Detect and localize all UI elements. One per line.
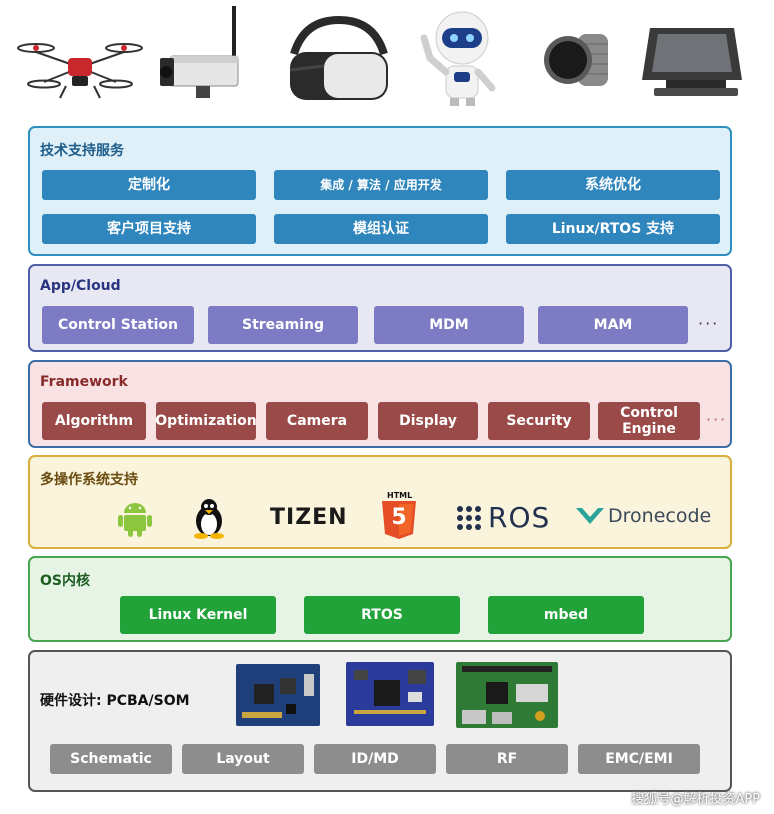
customization-button[interactable]: 定制化 <box>42 170 256 200</box>
ros-logo-text: ROS <box>488 501 550 534</box>
robot-icon <box>412 8 506 108</box>
hardware-title: 硬件设计: PCBA/SOM <box>40 690 190 710</box>
more-ellipsis: ··· <box>698 314 719 333</box>
mam-button[interactable]: MAM <box>538 306 688 344</box>
pcb-board-icon <box>236 664 320 726</box>
mdm-button[interactable]: MDM <box>374 306 524 344</box>
vr-headset-icon <box>284 14 394 106</box>
streaming-button[interactable]: Streaming <box>208 306 358 344</box>
device-illustrations <box>0 0 774 118</box>
smartwatch-icon <box>538 24 612 96</box>
dev-board-icon <box>456 662 558 728</box>
app-cloud-layer: App/Cloud Control Station Streaming MDM … <box>28 264 732 352</box>
pos-terminal-icon <box>636 20 748 98</box>
ros-logo: ROS <box>456 501 550 534</box>
tizen-logo: TIZEN <box>270 505 348 530</box>
more-ellipsis: ··· <box>706 410 727 429</box>
android-icon <box>118 499 152 537</box>
ip-camera-icon <box>156 4 248 102</box>
mbed-button[interactable]: mbed <box>488 596 644 634</box>
dronecode-logo: Dronecode <box>576 505 711 527</box>
id-md-button[interactable]: ID/MD <box>314 744 436 774</box>
linux-tux-icon <box>192 497 226 539</box>
som-board-icon <box>346 662 434 726</box>
rtos-button[interactable]: RTOS <box>304 596 460 634</box>
os-kernel-layer: OS内核 Linux Kernel RTOS mbed <box>28 556 732 642</box>
multi-os-layer: 多操作系统支持 TIZEN HTML 5 <box>28 455 732 549</box>
emc-emi-button[interactable]: EMC/EMI <box>578 744 700 774</box>
dronecode-mark-icon <box>576 506 604 526</box>
hardware-layer: 硬件设计: PCBA/SOM Schematic Layout ID/MD RF… <box>28 650 732 792</box>
control-station-button[interactable]: Control Station <box>42 306 194 344</box>
drone-icon <box>14 26 146 102</box>
tech-support-layer: 技术支持服务 定制化 集成 / 算法 / 应用开发 系统优化 客户项目支持 模组… <box>28 126 732 256</box>
optimization-button[interactable]: Optimization <box>156 402 256 440</box>
html5-number: 5 <box>382 505 416 530</box>
system-optimization-button[interactable]: 系统优化 <box>506 170 720 200</box>
integration-dev-button[interactable]: 集成 / 算法 / 应用开发 <box>274 170 488 200</box>
framework-title: Framework <box>40 374 128 390</box>
tech-support-title: 技术支持服务 <box>40 140 124 160</box>
layout-button[interactable]: Layout <box>182 744 304 774</box>
schematic-button[interactable]: Schematic <box>50 744 172 774</box>
html5-logo: HTML 5 <box>382 491 416 539</box>
linux-rtos-support-button[interactable]: Linux/RTOS 支持 <box>506 214 720 244</box>
app-cloud-title: App/Cloud <box>40 278 121 294</box>
html5-label: HTML <box>387 491 412 500</box>
framework-layer: Framework Algorithm Optimization Camera … <box>28 360 732 448</box>
ros-dots-icon <box>456 505 482 531</box>
camera-button[interactable]: Camera <box>266 402 368 440</box>
os-kernel-title: OS内核 <box>40 570 90 590</box>
algorithm-button[interactable]: Algorithm <box>42 402 146 440</box>
display-button[interactable]: Display <box>378 402 478 440</box>
security-button[interactable]: Security <box>488 402 590 440</box>
multi-os-title: 多操作系统支持 <box>40 469 138 489</box>
tizen-logo-text: TIZEN <box>270 505 348 530</box>
rf-button[interactable]: RF <box>446 744 568 774</box>
watermark: 搜狐号@解析投资APP <box>631 788 760 807</box>
dronecode-logo-text: Dronecode <box>608 505 711 527</box>
control-engine-button[interactable]: Control Engine <box>598 402 700 440</box>
customer-project-button[interactable]: 客户项目支持 <box>42 214 256 244</box>
linux-kernel-button[interactable]: Linux Kernel <box>120 596 276 634</box>
module-certification-button[interactable]: 模组认证 <box>274 214 488 244</box>
